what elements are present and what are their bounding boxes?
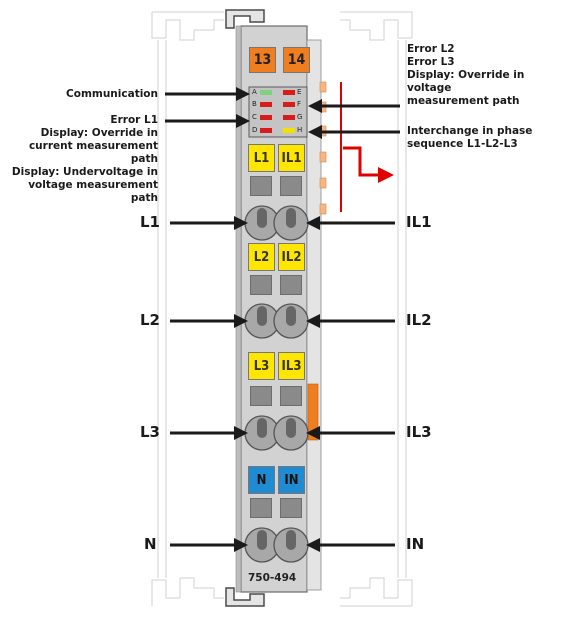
led-d-light — [260, 128, 272, 133]
tag-l2: L2 — [248, 243, 275, 271]
label-override-current: Display: Override in — [40, 127, 158, 139]
label-l2: L2 — [140, 311, 160, 329]
release-slot-l1 — [250, 176, 272, 196]
led-h-light — [283, 128, 295, 133]
led-panel — [248, 86, 308, 138]
release-slot-il1 — [280, 176, 302, 196]
label-error-l3: Error L3 — [407, 56, 455, 68]
led-e-light — [283, 90, 295, 95]
terminal-13: 13 — [249, 47, 276, 73]
label-l1: L1 — [140, 213, 160, 231]
label-in: IN — [406, 535, 425, 553]
release-slot-l3 — [250, 386, 272, 406]
led-g-light — [283, 115, 295, 120]
module-number: 750-494 — [248, 572, 297, 584]
led-b-light — [260, 102, 272, 107]
release-slot-il3 — [280, 386, 302, 406]
label-error-l1-block: Error L1 Display: Override in current me… — [0, 114, 158, 205]
data-bus-arrow — [343, 146, 380, 177]
tag-l3: L3 — [248, 352, 275, 380]
led-a-light — [260, 90, 272, 95]
label-l3: L3 — [140, 423, 160, 441]
label-undervoltage: Display: Undervoltage in — [11, 166, 158, 178]
label-interchange: Interchange in phase — [407, 125, 533, 137]
led-f-light — [283, 102, 295, 107]
tag-il1: IL1 — [278, 144, 305, 172]
release-slot-in — [280, 498, 302, 518]
release-slot-n — [250, 498, 272, 518]
label-right-top-block: Error L2 Error L3 Display: Override in v… — [407, 43, 568, 108]
tag-il2: IL2 — [278, 243, 305, 271]
label-communication: Communication — [66, 88, 158, 100]
release-slot-il2 — [280, 275, 302, 295]
label-undervoltage-3: path — [130, 192, 158, 204]
label-undervoltage-2: voltage measurement — [28, 179, 158, 191]
label-il2: IL2 — [406, 311, 432, 329]
label-il1: IL1 — [406, 213, 432, 231]
label-override-voltage: Display: Override in voltage — [407, 69, 525, 94]
release-slot-l2 — [250, 275, 272, 295]
label-interchange-2: sequence L1-L2-L3 — [407, 138, 518, 150]
top-clip — [225, 9, 265, 29]
label-il3: IL3 — [406, 423, 432, 441]
orange-side-strip — [307, 383, 319, 441]
right-arrows — [306, 99, 400, 552]
label-error-l2: Error L2 — [407, 43, 455, 55]
led-c-light — [260, 115, 272, 120]
terminal-14: 14 — [283, 47, 310, 73]
tag-il3: IL3 — [278, 352, 305, 380]
label-interchange-block: Interchange in phase sequence L1-L2-L3 — [407, 125, 532, 151]
tag-l1: L1 — [248, 144, 275, 172]
label-override-current-2: current measurement path — [28, 140, 158, 165]
label-override-voltage-2: measurement path — [407, 95, 520, 107]
tag-n: N — [248, 466, 275, 494]
label-n: N — [144, 535, 157, 553]
bottom-clip — [225, 587, 265, 607]
clamp-group — [244, 205, 309, 563]
tag-in: IN — [278, 466, 305, 494]
label-error-l1: Error L1 — [110, 114, 158, 126]
din-rail-outline — [151, 11, 413, 607]
left-arrows — [165, 87, 250, 552]
